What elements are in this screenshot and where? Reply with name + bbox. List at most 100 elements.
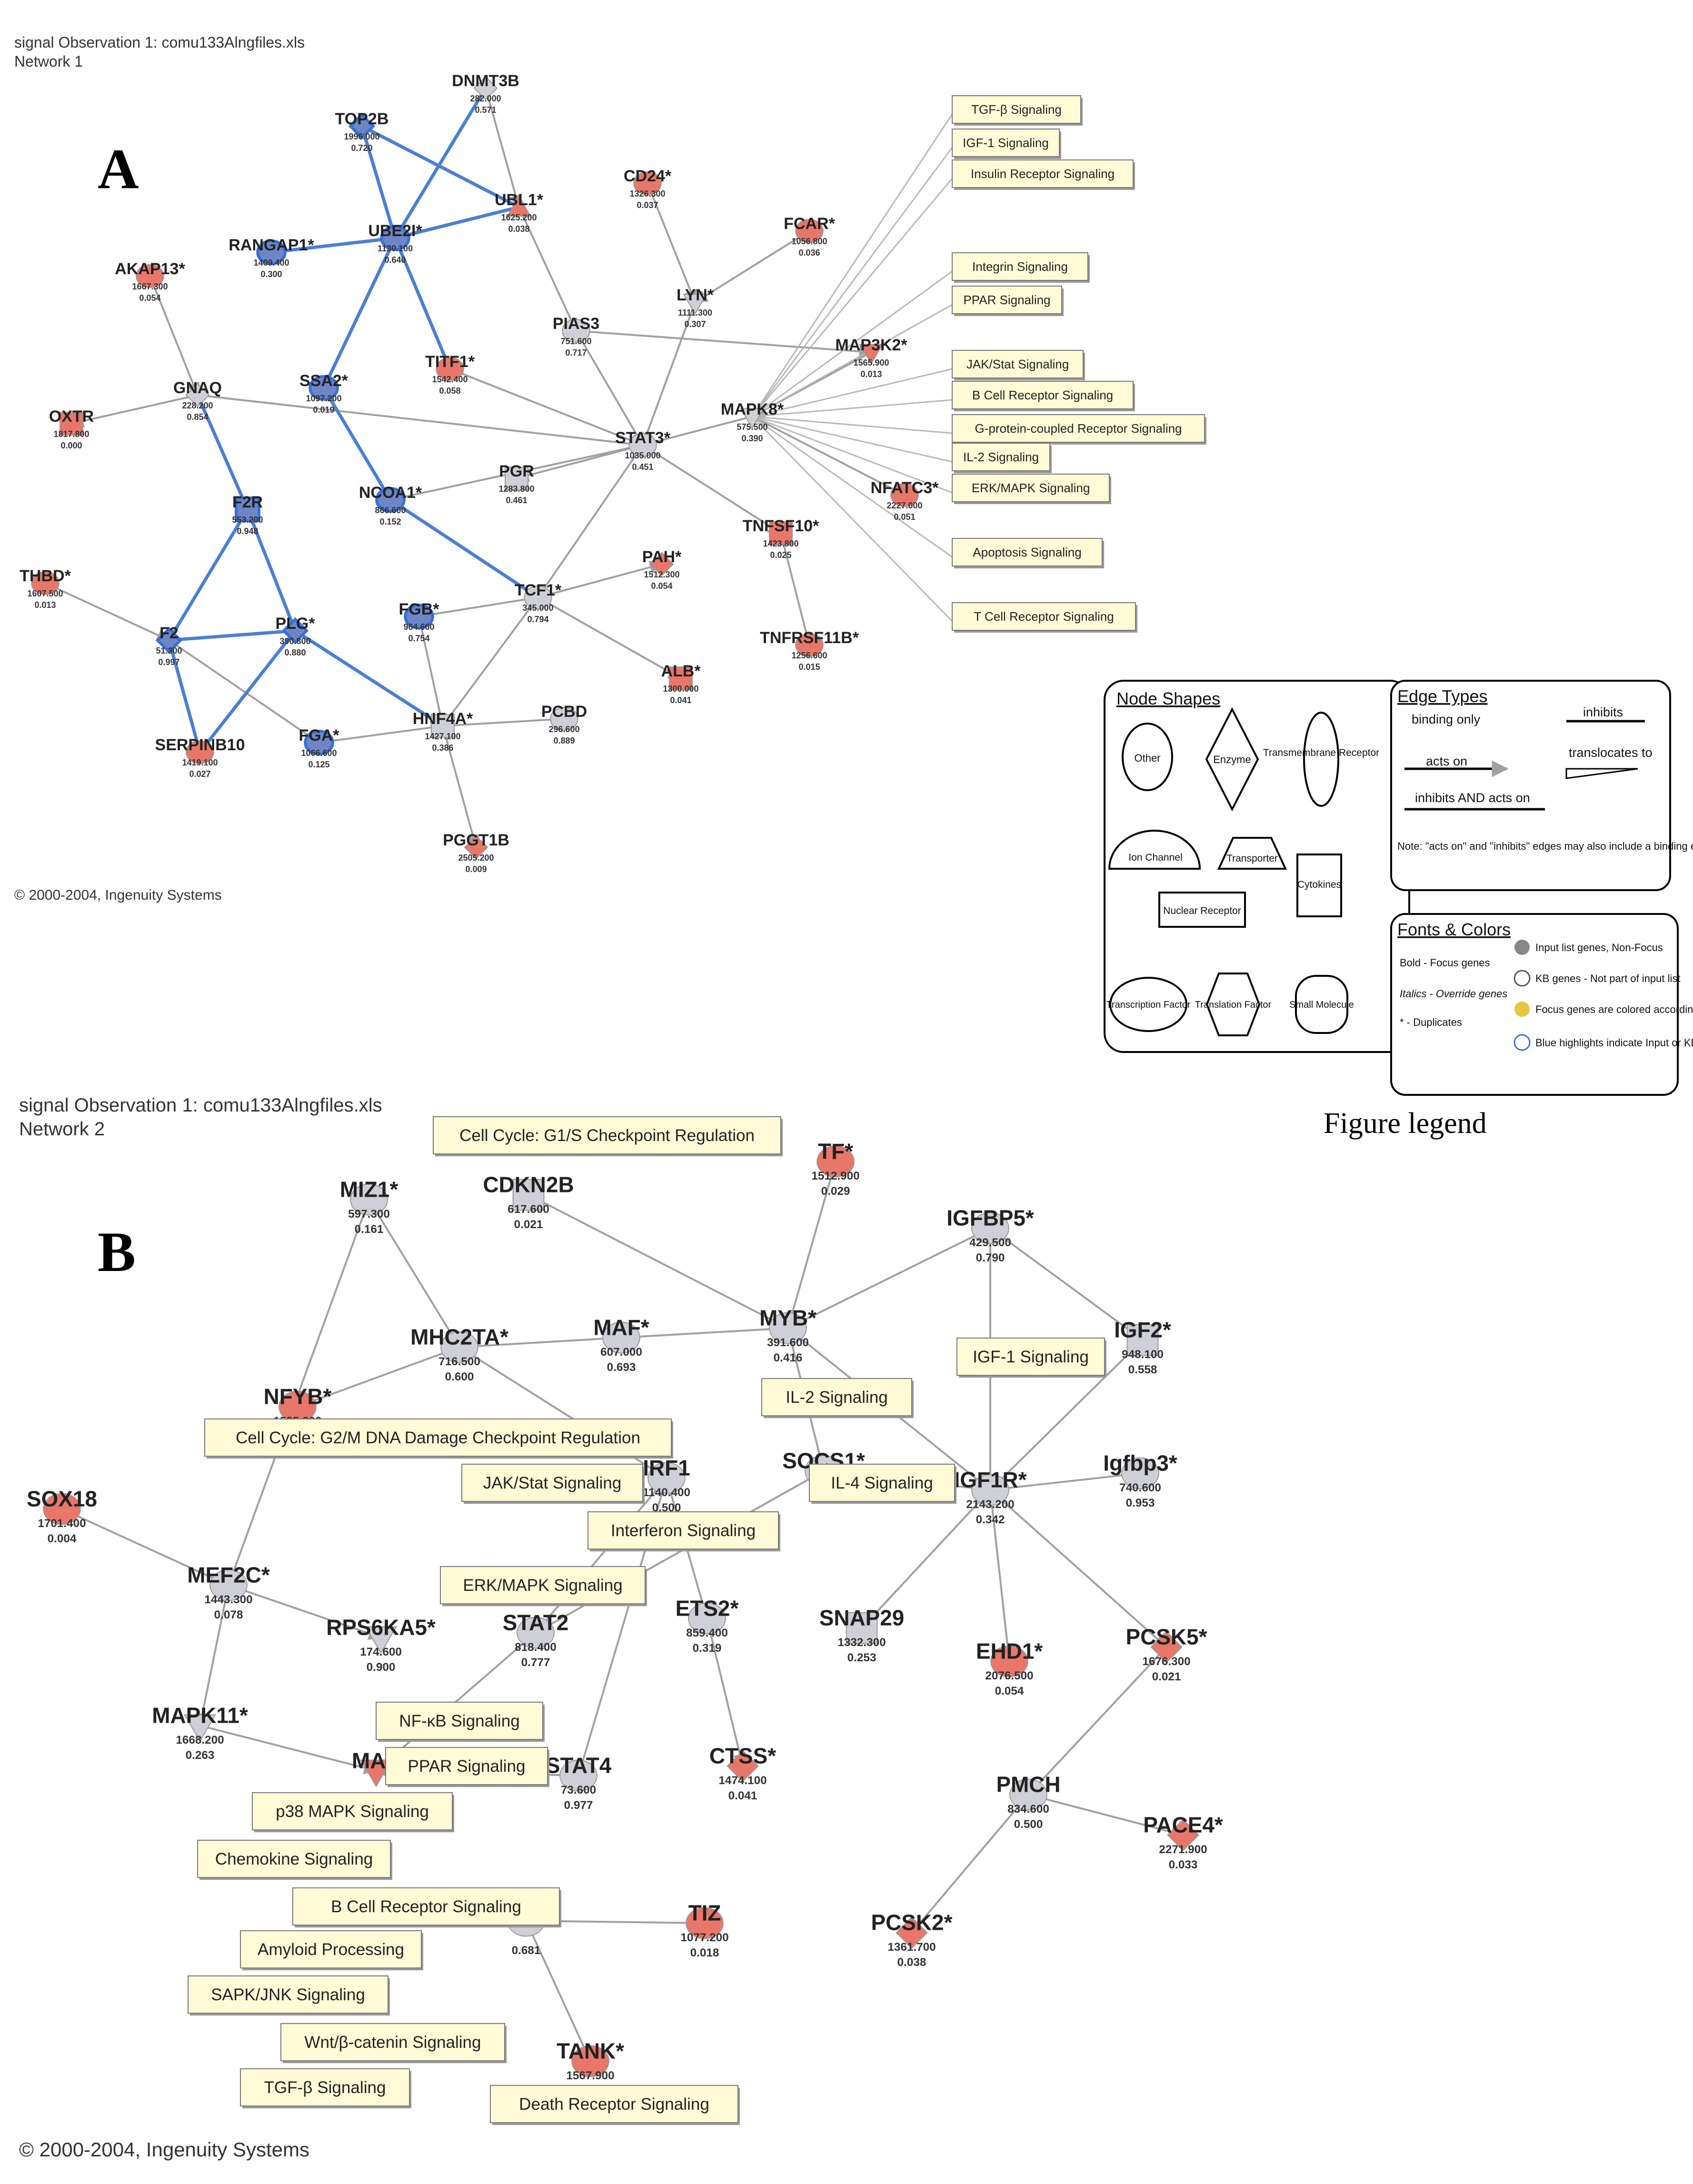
pathway-box[interactable]: TGF-β Signaling	[240, 2068, 411, 2109]
pathway-box[interactable]: IL-2 Signaling	[952, 443, 1052, 473]
pathway-box[interactable]: JAK/Stat Signaling	[952, 350, 1085, 380]
node-p-value: 0.386	[432, 743, 453, 753]
pathway-box[interactable]: T Cell Receptor Signaling	[952, 602, 1137, 633]
gene-node-igf1r[interactable]: IGF1R*2143.2000.342	[954, 1468, 1027, 1527]
pathway-box[interactable]: Insulin Receptor Signaling	[952, 159, 1135, 190]
pathway-box[interactable]: IL-4 Signaling	[809, 1463, 956, 1504]
pathway-box[interactable]: IL-2 Signaling	[761, 1378, 914, 1419]
pathway-box[interactable]: ERK/MAPK Signaling	[952, 474, 1111, 504]
pathway-box[interactable]: p38 MAPK Signaling	[252, 1792, 454, 1833]
pathway-box[interactable]: SAPK/JNK Signaling	[188, 1975, 390, 2016]
node-p-value: 0.889	[553, 736, 575, 745]
pathway-box-frame	[490, 2085, 738, 2124]
pathway-box[interactable]: Cell Cycle: G1/S Checkpoint Regulation	[433, 1116, 783, 1157]
gene-node-mapk11[interactable]: MAPK11*1668.2000.263	[152, 1703, 248, 1762]
pathway-box[interactable]: Amyloid Processing	[240, 1930, 423, 1971]
pathway-box[interactable]: JAK/Stat Signaling	[461, 1463, 645, 1504]
pathway-box[interactable]: TGF-β Signaling	[952, 95, 1083, 126]
node-p-value: 0.342	[976, 1513, 1005, 1526]
pathway-box[interactable]: Cell Cycle: G2/M DNA Damage Checkpoint R…	[204, 1418, 673, 1459]
pathway-box[interactable]: IGF-1 Signaling	[956, 1337, 1106, 1378]
node-expression-value: 1035.000	[625, 451, 660, 460]
node-shape-circle-icon	[440, 1331, 478, 1363]
network-edge	[535, 1477, 667, 1634]
gene-node-ssa2[interactable]: SSA2*1097.2000.019	[299, 372, 349, 415]
pathway-box[interactable]: IGF-1 Signaling	[952, 129, 1061, 159]
pathway-box[interactable]: PPAR Signaling	[385, 1747, 549, 1787]
pathway-box[interactable]: PPAR Signaling	[952, 286, 1064, 316]
pathway-box[interactable]: Apoptosis Signaling	[952, 538, 1104, 568]
pathway-box[interactable]: G-protein-coupled Receptor Signaling	[952, 414, 1206, 445]
pathway-box[interactable]: Death Receptor Signaling	[490, 2085, 740, 2125]
pathway-box[interactable]: B Cell Receptor Signaling	[292, 1887, 561, 1928]
pathway-box[interactable]: Chemokine Signaling	[197, 1839, 392, 1880]
pathway-box[interactable]: Wnt/β-catenin Signaling	[280, 2023, 507, 2064]
node-label: PCSK2*	[871, 1910, 953, 1935]
pathway-box[interactable]: ERK/MAPK Signaling	[440, 1566, 647, 1607]
pathway-box[interactable]: Interferon Signaling	[588, 1511, 780, 1552]
pathway-box[interactable]: B Cell Receptor Signaling	[952, 381, 1135, 411]
pathway-box[interactable]: NF-κB Signaling	[376, 1701, 545, 1742]
pathway-box-frame	[385, 1747, 548, 1786]
gene-node-ubl1[interactable]: UBL1*1625.2000.038	[495, 191, 544, 234]
pathway-box[interactable]: Integrin Signaling	[952, 252, 1090, 283]
